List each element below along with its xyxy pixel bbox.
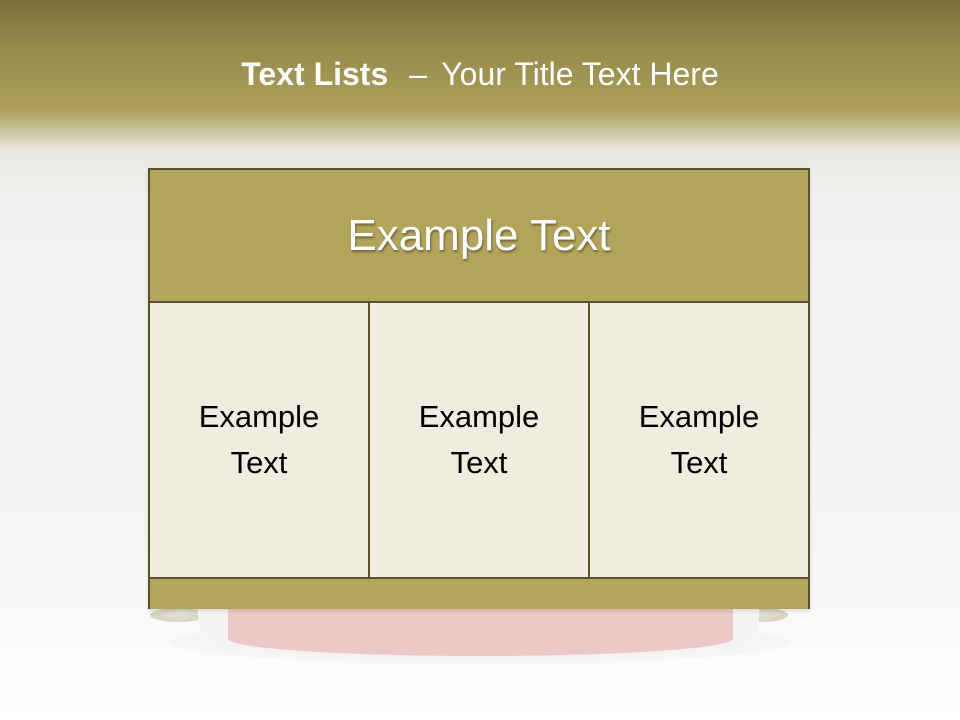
- background-red-panel: [228, 604, 733, 656]
- slide-title-separator: –: [409, 56, 427, 92]
- background-illustration: [140, 590, 820, 670]
- slide-title: Text Lists – Your Title Text Here: [0, 50, 960, 98]
- table-header-text: Example Text: [347, 210, 611, 260]
- slide-title-main: Text Lists: [241, 56, 389, 92]
- table-footer-bar: [150, 577, 808, 609]
- background-edge-left: [198, 604, 232, 644]
- table-cell-text: Example Text: [198, 399, 320, 480]
- table-cell-3: Example Text: [590, 303, 808, 577]
- table-cell-text: Example Text: [638, 399, 760, 480]
- table-header: Example Text: [150, 170, 808, 303]
- slide-title-subtext: Your Title Text Here: [441, 56, 719, 92]
- table-cell-1: Example Text: [150, 303, 370, 577]
- table-cell-2: Example Text: [370, 303, 590, 577]
- text-list-table: Example Text Example Text Example Text E…: [148, 168, 810, 609]
- background-coin-left: [150, 608, 206, 622]
- table-cells-row: Example Text Example Text Example Text: [150, 303, 808, 577]
- table-cell-text: Example Text: [418, 399, 540, 480]
